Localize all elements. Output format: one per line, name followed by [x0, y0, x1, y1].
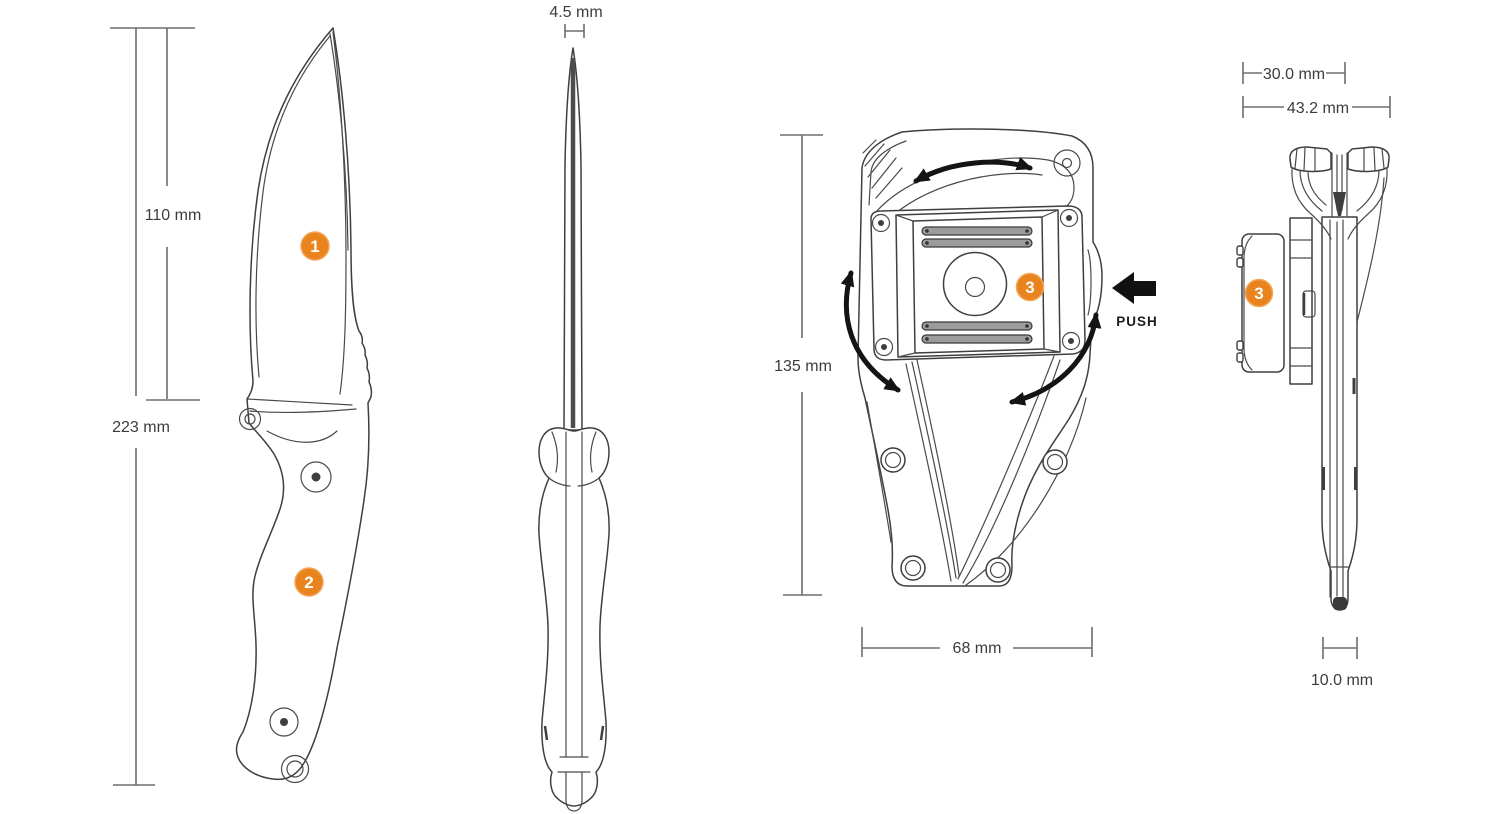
callout-number: 3: [1254, 284, 1263, 303]
callout-circle: [1015, 272, 1045, 302]
tang-shadow: [1333, 192, 1346, 216]
push-label: PUSH: [1116, 314, 1158, 329]
dim-label-blade-length: 110 mm: [145, 207, 202, 224]
rotate-arrow-left: [840, 270, 901, 393]
rivet: [880, 447, 906, 473]
screw: [871, 213, 891, 233]
dim-label-sheath-overall-width: 43.2 mm: [1287, 100, 1349, 117]
bolster-lines: [246, 398, 357, 443]
dim-lines: [1242, 62, 1346, 84]
clip-block-tabs: [1236, 245, 1244, 363]
callout-handle: 2: [294, 567, 324, 597]
screw: [1059, 208, 1079, 228]
callout-clip-side: 3: [1244, 278, 1274, 308]
sheath-side-details: [1322, 219, 1357, 610]
dim-tip-thickness: 10.0 mm: [1311, 637, 1373, 689]
handle-pin: [238, 407, 262, 431]
dim-overall-length: 223 mm: [110, 27, 195, 786]
dim-lines: [780, 134, 823, 596]
dim-sheath-overall-width: 43.2 mm: [1242, 96, 1391, 118]
dim-label-blade-thickness: 4.5 mm: [549, 4, 602, 21]
clip-mount-plate: [1289, 217, 1313, 385]
dim-label-sheath-length: 135 mm: [774, 358, 832, 375]
dim-clip-width: 30.0 mm: [1242, 62, 1346, 84]
knife-profile-outline: [235, 27, 373, 781]
knife-edge-view: 4.5 mm: [538, 4, 610, 812]
callout-clip-front: 3: [1015, 272, 1045, 302]
callout-circle: [294, 567, 324, 597]
dim-lines: [861, 627, 1093, 657]
rotate-arrow-top: [913, 157, 1033, 184]
dim-blade-length: 110 mm: [145, 28, 202, 401]
knife-side-view: 223 mm 110 mm: [110, 27, 373, 786]
dim-sheath-width: 68 mm: [861, 627, 1093, 657]
sheath-front-view: 135 mm 68 mm: [774, 128, 1158, 657]
handle-fastener-bottom: [269, 707, 299, 737]
dim-lines: [564, 24, 585, 38]
handle-top-side: [1289, 146, 1390, 323]
dim-lines: [1322, 637, 1358, 659]
sheath-side-body: [1321, 216, 1358, 611]
dim-label-overall-length: 223 mm: [112, 419, 170, 436]
rotation-arrows: [840, 157, 1102, 406]
dim-lines: [146, 28, 200, 401]
callout-number: 1: [310, 237, 319, 256]
callout-number: 2: [304, 573, 313, 592]
sheath-tip-cap: [1333, 597, 1347, 610]
clip-pivot: [942, 251, 1008, 317]
rivet: [1042, 449, 1068, 475]
push-indicator: PUSH: [1112, 272, 1158, 329]
callout-blade: 1: [300, 231, 330, 261]
rivet: [900, 555, 926, 581]
dim-label-sheath-width: 68 mm: [953, 640, 1002, 657]
blade-grind-lines: [255, 31, 349, 395]
handle-edge-outline: [538, 427, 610, 807]
handle-fastener-top: [300, 461, 332, 493]
handle-edge-details: [543, 431, 605, 812]
belt-clip-assembly: [870, 205, 1086, 361]
dim-label-clip-width: 30.0 mm: [1263, 66, 1325, 83]
sheath-side-view: 30.0 mm 43.2 mm 10.0 mm: [1236, 62, 1391, 689]
dim-lines: [1242, 96, 1391, 118]
callout-circle: [300, 231, 330, 261]
callout-circle: [1244, 278, 1274, 308]
rotate-arrow-right: [1009, 312, 1102, 406]
dim-blade-thickness: 4.5 mm: [549, 4, 603, 38]
dim-sheath-length: 135 mm: [774, 134, 832, 596]
rivet: [985, 557, 1011, 583]
callout-number: 3: [1025, 278, 1034, 297]
lanyard-hole: [280, 754, 310, 784]
dim-label-tip-thickness: 10.0 mm: [1311, 672, 1373, 689]
push-arrow-icon: [1112, 272, 1156, 304]
dim-lines: [110, 27, 195, 786]
sheath-rivets: [880, 447, 1068, 583]
